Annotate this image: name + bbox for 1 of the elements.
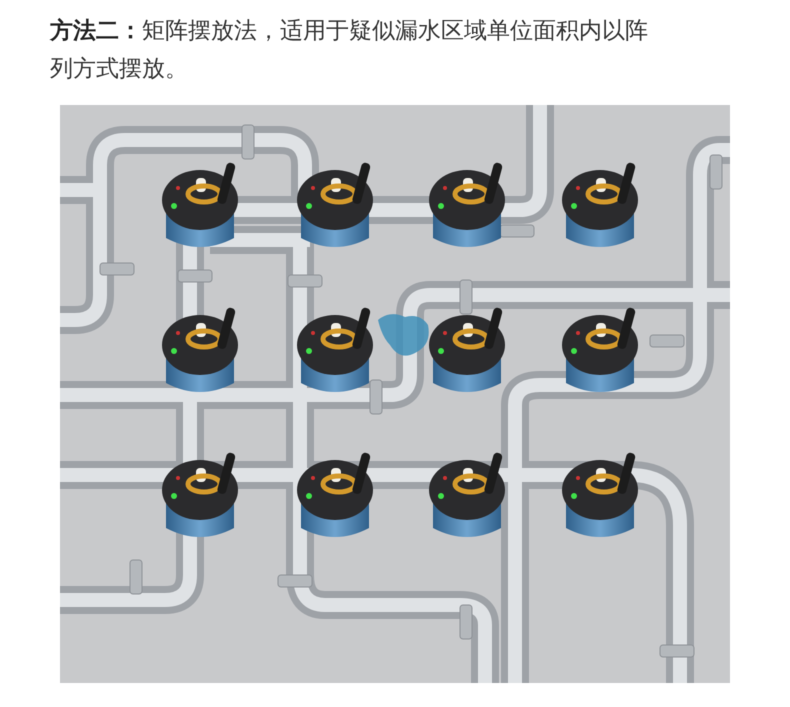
heading-text: 方法二：矩阵摆放法，适用于疑似漏水区域单位面积内以阵列方式摆放。 <box>50 17 649 84</box>
